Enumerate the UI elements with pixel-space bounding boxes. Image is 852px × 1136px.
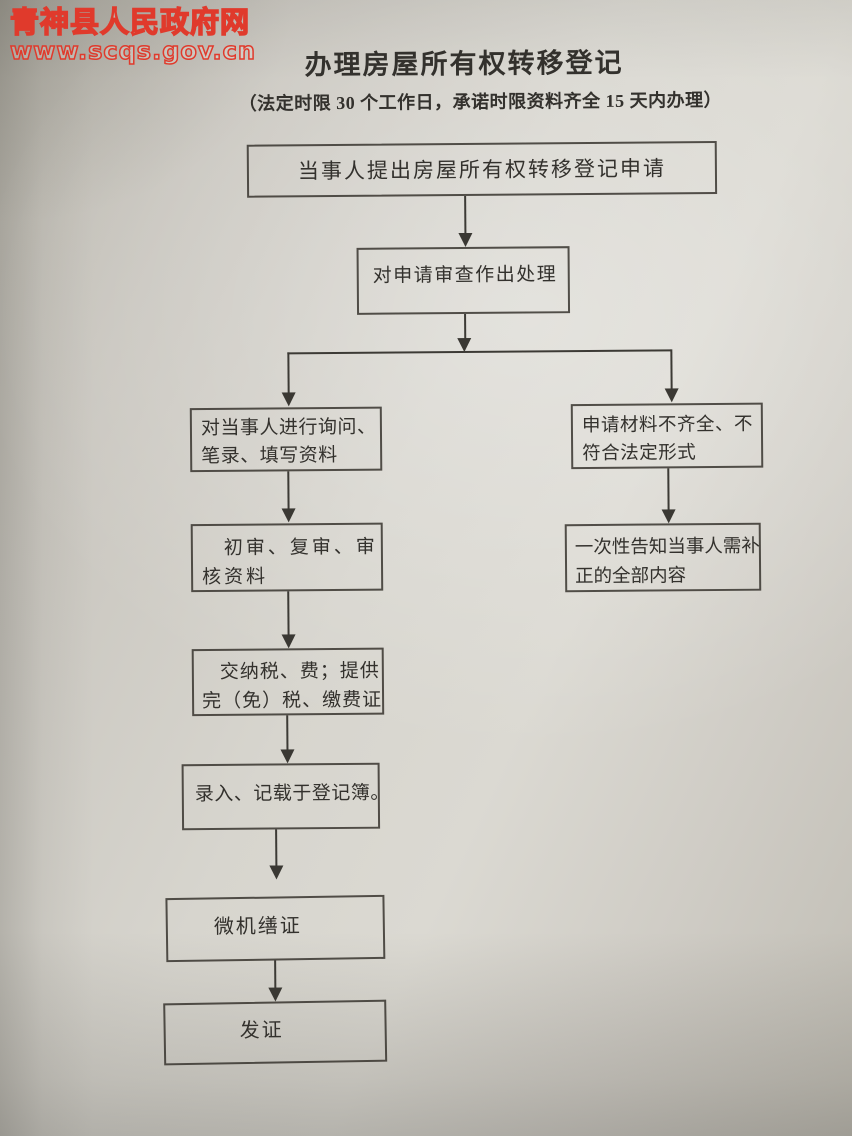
flow-node-materials-incomplete-line1: 申请材料不齐全、不 <box>581 414 754 437</box>
flow-node-issue-certificate-text: 发证 <box>239 1019 284 1043</box>
flow-node-apply-text: 当事人提出房屋所有权转移登记申请 <box>297 156 667 184</box>
arrowhead-prepare-issue <box>268 987 283 1002</box>
arrowhead-apply-review <box>458 232 473 248</box>
page-subtitle: （法定时限 30 个工作日，承诺时限资料齐全 15 天内办理） <box>238 89 723 114</box>
flow-node-notify-corrections-line1: 一次性告知当事人需补 <box>574 536 760 559</box>
flow-node-review: 对申请审查作出处理 <box>356 246 571 315</box>
arrowhead-branch-inquiry <box>281 392 296 407</box>
connector-inquiry-audit <box>287 471 290 510</box>
flow-node-pay-taxes-line1: 交纳税、费；提供 <box>219 660 380 683</box>
flow-node-apply: 当事人提出房屋所有权转移登记申请 <box>246 141 718 198</box>
connector-branch-horizontal <box>287 349 672 355</box>
connector-tax-record <box>286 715 289 751</box>
connector-review-branch <box>464 313 467 340</box>
connector-apply-review <box>464 195 467 235</box>
flow-node-prepare-certificate-text: 微机缮证 <box>213 915 303 939</box>
flow-node-inquiry-line2: 笔录、填写资料 <box>201 445 338 468</box>
flow-node-issue-certificate: 发证 <box>163 999 388 1066</box>
connector-branch-inquiry <box>287 352 290 394</box>
connector-record-prepare <box>275 829 278 868</box>
flow-node-pay-taxes-line2: 完（免）税、缴费证 <box>202 689 383 713</box>
flow-node-record-register: 录入、记载于登记簿。 <box>181 762 390 831</box>
flow-node-notify-corrections: 一次性告知当事人需补 正的全部内容 <box>564 522 762 593</box>
flow-node-audit-line1: 初审、复审、审 <box>223 536 378 559</box>
arrowhead-incomplete-notify <box>661 509 676 524</box>
flow-node-notify-corrections-line2: 正的全部内容 <box>575 566 687 588</box>
flow-node-materials-incomplete: 申请材料不齐全、不 符合法定形式 <box>570 402 764 470</box>
flow-node-record-register-text: 录入、记载于登记簿。 <box>194 782 390 806</box>
flow-node-materials-incomplete-line2: 符合法定形式 <box>582 443 697 465</box>
flow-node-inquiry: 对当事人进行询问、 笔录、填写资料 <box>189 406 383 473</box>
arrowhead-review-branch <box>457 337 472 353</box>
flow-node-prepare-certificate: 微机缮证 <box>165 894 386 963</box>
flow-node-audit: 初审、复审、审 核资料 <box>190 522 384 593</box>
flow-node-audit-line2: 核资料 <box>202 566 269 589</box>
connector-branch-incomplete <box>670 349 673 390</box>
flow-node-review-text: 对申请审查作出处理 <box>372 264 558 287</box>
connector-audit-tax <box>287 591 290 636</box>
arrowhead-tax-record <box>280 749 295 764</box>
watermark-site-name: 青神县人民政府网 <box>9 5 251 39</box>
arrowhead-inquiry-audit <box>281 508 296 523</box>
connector-incomplete-notify <box>667 468 670 511</box>
connector-prepare-issue <box>274 960 277 989</box>
watermark: 青神县人民政府网 www.scqs.gov.cn <box>9 5 256 65</box>
arrowhead-audit-tax <box>281 634 296 649</box>
watermark-site-url: www.scqs.gov.cn <box>9 37 256 65</box>
flow-node-inquiry-line1: 对当事人进行询问、 <box>200 416 377 440</box>
arrowhead-record-prepare <box>269 865 284 880</box>
flow-node-pay-taxes: 交纳税、费；提供 完（免）税、缴费证 <box>191 647 385 717</box>
arrowhead-branch-incomplete <box>664 388 679 403</box>
